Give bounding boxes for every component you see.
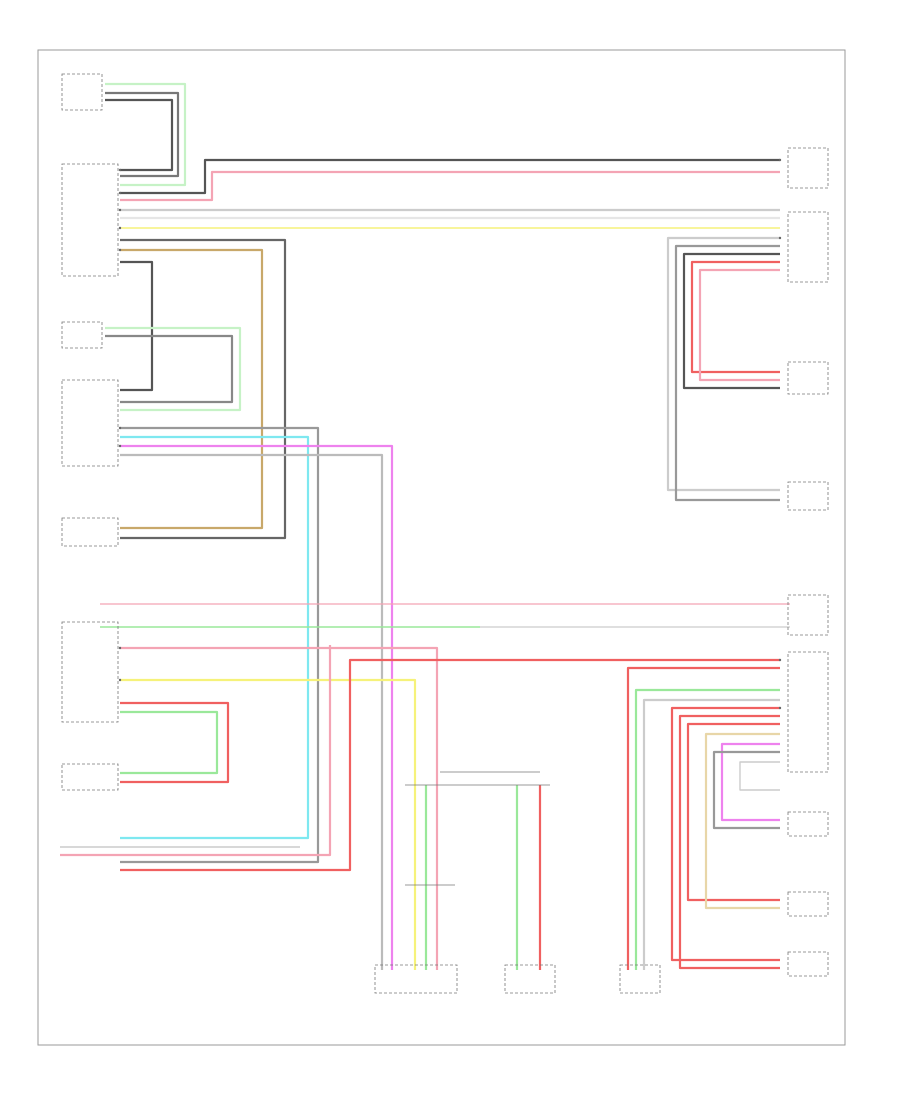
component-c9	[787, 211, 829, 283]
wire-red-across	[120, 658, 780, 872]
pin	[118, 444, 122, 448]
component-c16	[787, 951, 829, 977]
pin	[778, 158, 782, 162]
wire-magenta-r5	[720, 742, 780, 822]
wire-gray-top	[105, 91, 180, 178]
pin	[118, 226, 122, 230]
junction-group	[405, 771, 550, 886]
wire-yellow-lower	[120, 678, 417, 970]
wire-gray-down1	[120, 426, 320, 864]
diagram-frame	[37, 49, 846, 1046]
pin	[118, 168, 122, 172]
component-c11	[787, 481, 829, 511]
component-c13	[787, 651, 829, 773]
bottom-connector-group	[374, 964, 661, 994]
wire-magenta-down	[120, 444, 394, 970]
component-c3	[61, 321, 103, 349]
wire-red-r3	[686, 722, 780, 902]
wire-red-left-bottom	[60, 645, 332, 857]
component-c6	[61, 621, 119, 723]
wire-group	[60, 82, 790, 970]
pin	[118, 646, 122, 650]
wire-gray-right2	[674, 244, 780, 502]
component-c14	[787, 811, 829, 837]
component-c2	[61, 163, 119, 277]
wire-gray-r6	[712, 750, 780, 830]
wire-black-loop	[120, 260, 154, 392]
wire-cyan-down	[120, 435, 310, 840]
wire-tan-r4	[704, 732, 780, 910]
wire-gray-right-low	[642, 698, 780, 970]
wire-red-long	[120, 170, 780, 202]
wire-black-vertical	[120, 238, 287, 540]
component-c8	[787, 147, 829, 189]
component-c7	[61, 763, 119, 791]
pin	[778, 706, 782, 710]
pin	[778, 236, 782, 240]
wire-red-r1	[670, 706, 780, 962]
pin-group	[118, 158, 782, 710]
component-group	[61, 73, 829, 977]
bottom-connector-1	[374, 964, 458, 994]
component-c10	[787, 361, 829, 395]
component-c5	[61, 517, 119, 547]
bottom-connector-2	[504, 964, 556, 994]
component-c4	[61, 379, 119, 467]
pin	[778, 658, 782, 662]
pin	[118, 426, 122, 430]
wire-green-mid	[105, 326, 242, 412]
wire-pink-right	[698, 268, 780, 382]
wire-red-lower	[120, 646, 439, 970]
wire-black-right	[682, 252, 780, 390]
component-c12	[787, 594, 829, 636]
wire-tan-vertical	[120, 248, 264, 530]
wire-gray-right1	[666, 236, 780, 492]
wire-gray-down2	[120, 453, 384, 970]
component-c15	[787, 891, 829, 917]
wire-gray-mid	[105, 334, 234, 404]
wire-gray-r7	[739, 761, 780, 791]
wire-green-loop-lower	[120, 710, 219, 775]
wire-green-right-low	[634, 688, 780, 970]
component-c1	[61, 73, 103, 111]
wire-red-right	[690, 260, 780, 374]
wire-black-top	[105, 98, 174, 172]
pin	[118, 208, 122, 212]
wire-red-r2	[678, 714, 780, 970]
wire-red-across2	[626, 666, 780, 970]
wire-black-long	[120, 158, 780, 195]
wire-green-top	[105, 82, 187, 187]
bottom-connector-3	[619, 964, 661, 994]
pin	[118, 678, 122, 682]
wire-red-loop-lower	[120, 701, 230, 784]
pin	[118, 248, 122, 252]
pin	[118, 191, 122, 195]
